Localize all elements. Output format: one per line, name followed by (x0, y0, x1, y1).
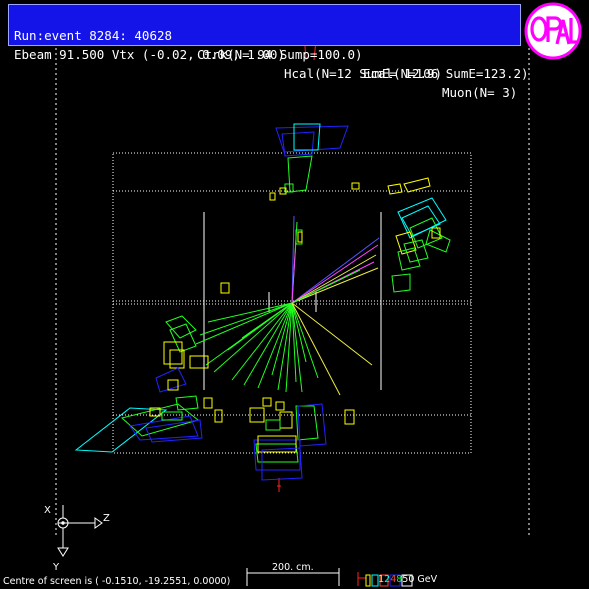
scale-bar (246, 568, 340, 586)
ecal-text: Ecal(N=106 SumE=123.2) (363, 66, 529, 81)
energy-legend-bars (357, 572, 413, 587)
track-group (195, 215, 380, 396)
cluster-right (387, 177, 451, 293)
muon-track-bottom (277, 478, 281, 492)
energy-legend-2: 2 (384, 574, 391, 585)
energy-legend-50gev: 50 GeV (402, 574, 438, 585)
inner-detector-box (112, 152, 472, 454)
hcal-text: Hcal(N=12 SumE= 12.9) (284, 66, 443, 81)
axis-label-z: Z (103, 513, 110, 524)
cluster-bottom-left (74, 395, 223, 453)
event-header-panel: Run:event 8284: 40628 Ctrk(N= 94 Sump=10… (8, 4, 529, 100)
axes-symbol (57, 505, 103, 557)
cluster-left (155, 282, 230, 393)
axis-label-x: X (44, 505, 51, 516)
centre-of-screen-text: Centre of screen is ( -0.1510, -19.2551,… (3, 576, 231, 587)
axis-label-y: Y (53, 562, 60, 573)
ebeam-vtx-text: Ebeam 91.500 Vtx (-0.02, 0.09, 1.00) (14, 47, 285, 62)
cluster-bottom (249, 397, 355, 481)
opal-logo (524, 2, 582, 60)
ctrk-text: Ctrk(N= 94 Sump=100.0) (197, 47, 363, 62)
run-event-text: Run:event 8284: 40628 (14, 28, 173, 43)
energy-legend: 124850 GeV (366, 563, 437, 589)
scale-label: 200. cm. (272, 562, 314, 573)
cluster-top (269, 123, 360, 245)
energy-legend-1: 1 (378, 574, 385, 585)
energy-legend-4: 4 (390, 574, 397, 585)
energy-legend-8: 8 (396, 574, 403, 585)
header-line-2: Ebeam 91.500 Vtx (-0.02, 0.09, 1.00) Hca… (14, 26, 517, 121)
muon-text: Muon(N= 3) (442, 85, 518, 100)
header-line-1: Run:event 8284: 40628 Ctrk(N= 94 Sump=10… (14, 7, 529, 102)
